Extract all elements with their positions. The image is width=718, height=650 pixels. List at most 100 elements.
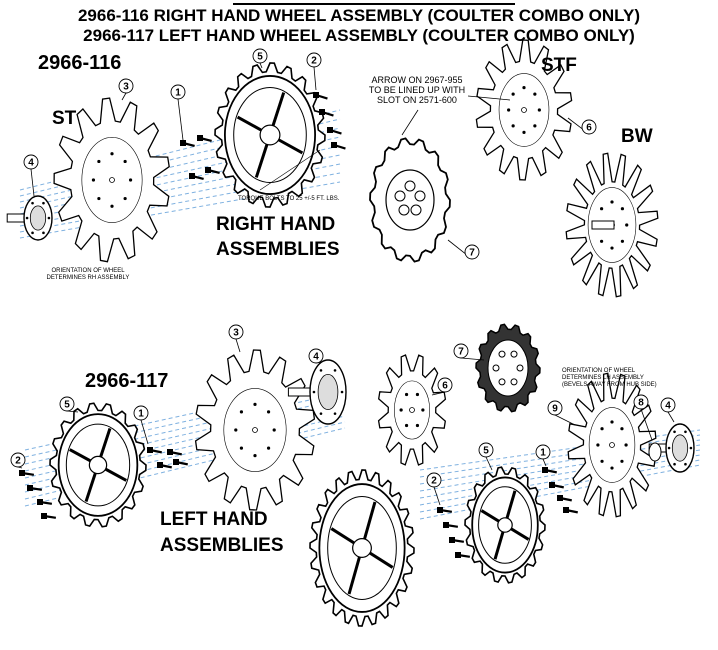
lh-bolt-head [27,485,33,491]
lh-callout-5: 5 [59,396,79,413]
rh-bw-spindle [591,220,615,230]
rh-callout-2-leader [313,66,317,91]
lh-callout-4b-leader [667,411,675,423]
rh-tire-wheel-7-hole [404,180,416,192]
lh-callout-6: 6 [431,377,453,396]
lh-axis-line-2 [419,449,701,499]
lh-callout-7-ring [453,343,469,359]
lh-callout-3-leader [235,338,241,353]
lh-tire-wheel-7-hole [510,350,518,358]
lh-hub-4b-stud [673,430,676,434]
rh-sprocket-st-center-hole [109,177,115,183]
rh-callout-4: 4 [23,154,39,197]
rh-sprocket-bw [565,152,659,298]
lh-rim-wheel-5b [464,466,546,584]
rh-sprocket-st-bolt-hole [128,178,133,182]
lh-sprocket-6-bolt-hole [404,392,409,397]
torque-note-leader [259,149,321,191]
lh-callout-1b: 1 [535,444,551,467]
rh-hub-stud [42,201,45,205]
lh-spacer-8 [648,442,662,462]
rh-bolt-head [327,127,333,133]
lh-rim-wheel-5b-rim-inner [478,486,532,564]
lh-sprocket-3-bolt-hole [253,402,257,406]
title-overline [233,3,515,5]
rh-sprocket-stf-bolt-hole [533,124,537,128]
lh-callout-2b-ring [426,472,442,488]
rh-sprocket-st [53,97,170,263]
lh-tire-wheel-7-hole [516,364,524,372]
lh-sprocket-9-inner-ring [588,407,636,483]
lh-callout-9-number: 9 [552,404,558,415]
rh-hub-stud [47,216,51,220]
lh-hub-4-bearing [317,373,339,410]
rh-callout-1-ring [170,84,186,100]
lh-sprocket-6-bolt-hole [404,423,409,428]
lh-bolt-head [37,499,43,505]
lh-axis-line-2 [419,439,701,485]
lh-sprocket-6-outline [377,354,447,466]
lh-callout-4-ring [308,348,324,364]
lh-callout-3-number: 3 [233,328,239,339]
rh-part-number: 2966-116 [38,52,122,74]
rh-sprocket-bw-bolt-hole [610,200,614,204]
lh-hub-4b-stud [673,462,676,466]
rh-hub-stud [31,201,34,205]
rh-axis-line [19,163,341,227]
lh-bolt [455,552,471,558]
rh-sprocket-stf-bolt-hole [511,124,515,128]
rh-sprocket-st-bolt-hole [91,178,96,182]
lh-bolt-head [167,449,173,455]
lh-tire-wheel-7-hole [510,378,518,386]
lh-sprocket-6-bolt-hole [421,408,425,412]
lh-callout-7-leader [460,357,485,361]
rh-axis-line [19,145,341,215]
label-st: ST [52,108,77,129]
lh-callout-1-ring [133,405,149,421]
rh-callout-3-ring [118,78,134,94]
lh-spike-wheel [309,469,415,627]
lh-callout-7: 7 [453,343,485,361]
rh-bolt-head [189,173,195,179]
rh-sprocket-bw-bolt-hole [620,239,625,243]
lh-sprocket-6-bolt-hole [415,392,420,397]
arrow-note-leader [401,109,419,136]
lh-hub-4b-stud [689,446,693,450]
lh-rim-wheel-5-hub [88,455,108,475]
lh-hub-4b-stud [684,462,687,466]
lh-sprocket-9-bolt-hole [624,443,628,447]
rh-hub-stud [42,231,45,235]
lh-callout-5b-number: 5 [483,446,489,457]
lh-bolt-head [455,552,461,558]
lh-callout-1b-ring [535,444,551,460]
rh-bolt [180,140,195,148]
rh-sprocket-st-bolt-hole [123,159,127,164]
lh-sprocket-3-bolt-hole [266,410,271,414]
lh-sprocket-9-bolt-hole [600,427,604,431]
lh-bolt [549,482,564,489]
lh-callout-5b-leader [485,456,493,471]
rh-rim-wheel-5-rim-inner [233,86,307,184]
rh-callout-4-number: 4 [28,158,34,169]
lh-bolt [173,459,188,466]
lh-callout-1b-number: 1 [540,448,546,459]
rh-bolt [313,92,328,100]
rh-sprocket-stf-bolt-hole [522,130,526,134]
rh-bolt-head [197,135,203,141]
lh-bolt [19,470,35,476]
lh-bolt-head [443,522,449,528]
lh-bolt [147,447,162,454]
lh-callout-8: 8 [633,394,653,441]
lh-hub-4b-stud [667,446,671,450]
lh-axis-line-2 [419,464,701,520]
rh-bolt-head [205,167,211,173]
lh-axis-line-2 [419,444,701,492]
rh-sprocket-st-bolt-hole [110,204,114,208]
lh-sprocket-6-inner-ring [394,380,430,440]
arrow-note-line-2: TO BE LINED UP WITH [368,85,466,95]
rh-sprocket-st-inner-ring [81,137,143,223]
lh-sprocket-9-bolt-hole [610,466,614,470]
lh-sprocket-9-bolt-hole [620,427,624,431]
lh-callout-4b: 4 [660,397,676,423]
